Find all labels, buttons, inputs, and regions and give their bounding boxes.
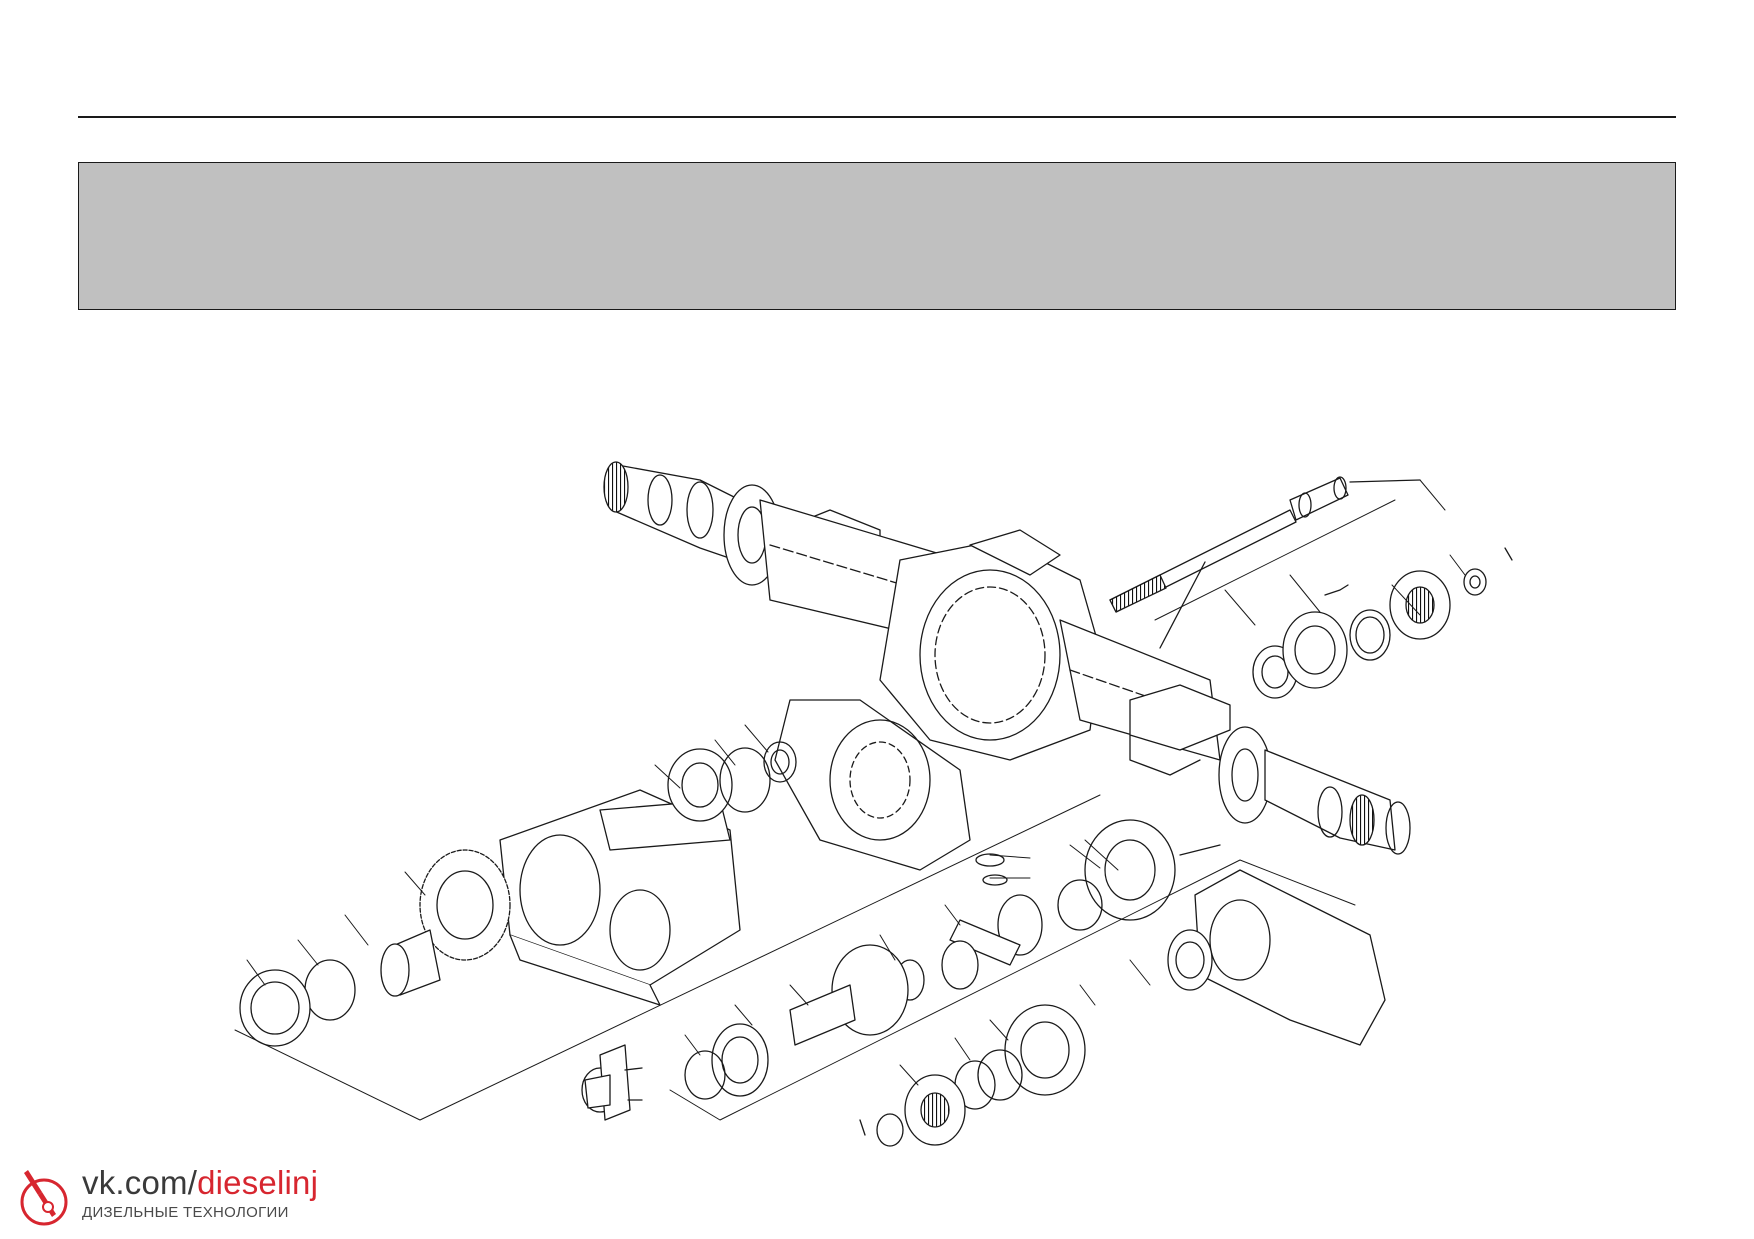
watermark-brand: vk.com/dieselinj <box>82 1164 319 1201</box>
output-flange-parts <box>859 1004 1086 1147</box>
axle-shaft <box>1109 476 1421 649</box>
right-hub-parts <box>1252 547 1513 699</box>
differential-parts <box>895 819 1221 1001</box>
watermark-tagline: ДИЗЕЛЬНЫЕ ТЕХНОЛОГИИ <box>82 1204 289 1221</box>
pinion-parts-left <box>667 741 797 822</box>
header-rule <box>78 116 1676 118</box>
axle-housing <box>603 461 1411 855</box>
retaining-clip <box>584 1044 643 1121</box>
transfer-case <box>499 789 741 1006</box>
drive-gear-stack <box>239 849 511 1047</box>
injector-icon <box>20 1170 68 1226</box>
watermark-logo: vk.com/dieselinj ДИЗЕЛЬНЫЕ ТЕХНОЛОГИИ <box>14 1162 318 1232</box>
rear-cover <box>1167 869 1386 1046</box>
title-banner <box>78 162 1676 310</box>
group-lines <box>234 479 1466 1121</box>
pinion-cage <box>581 944 909 1113</box>
